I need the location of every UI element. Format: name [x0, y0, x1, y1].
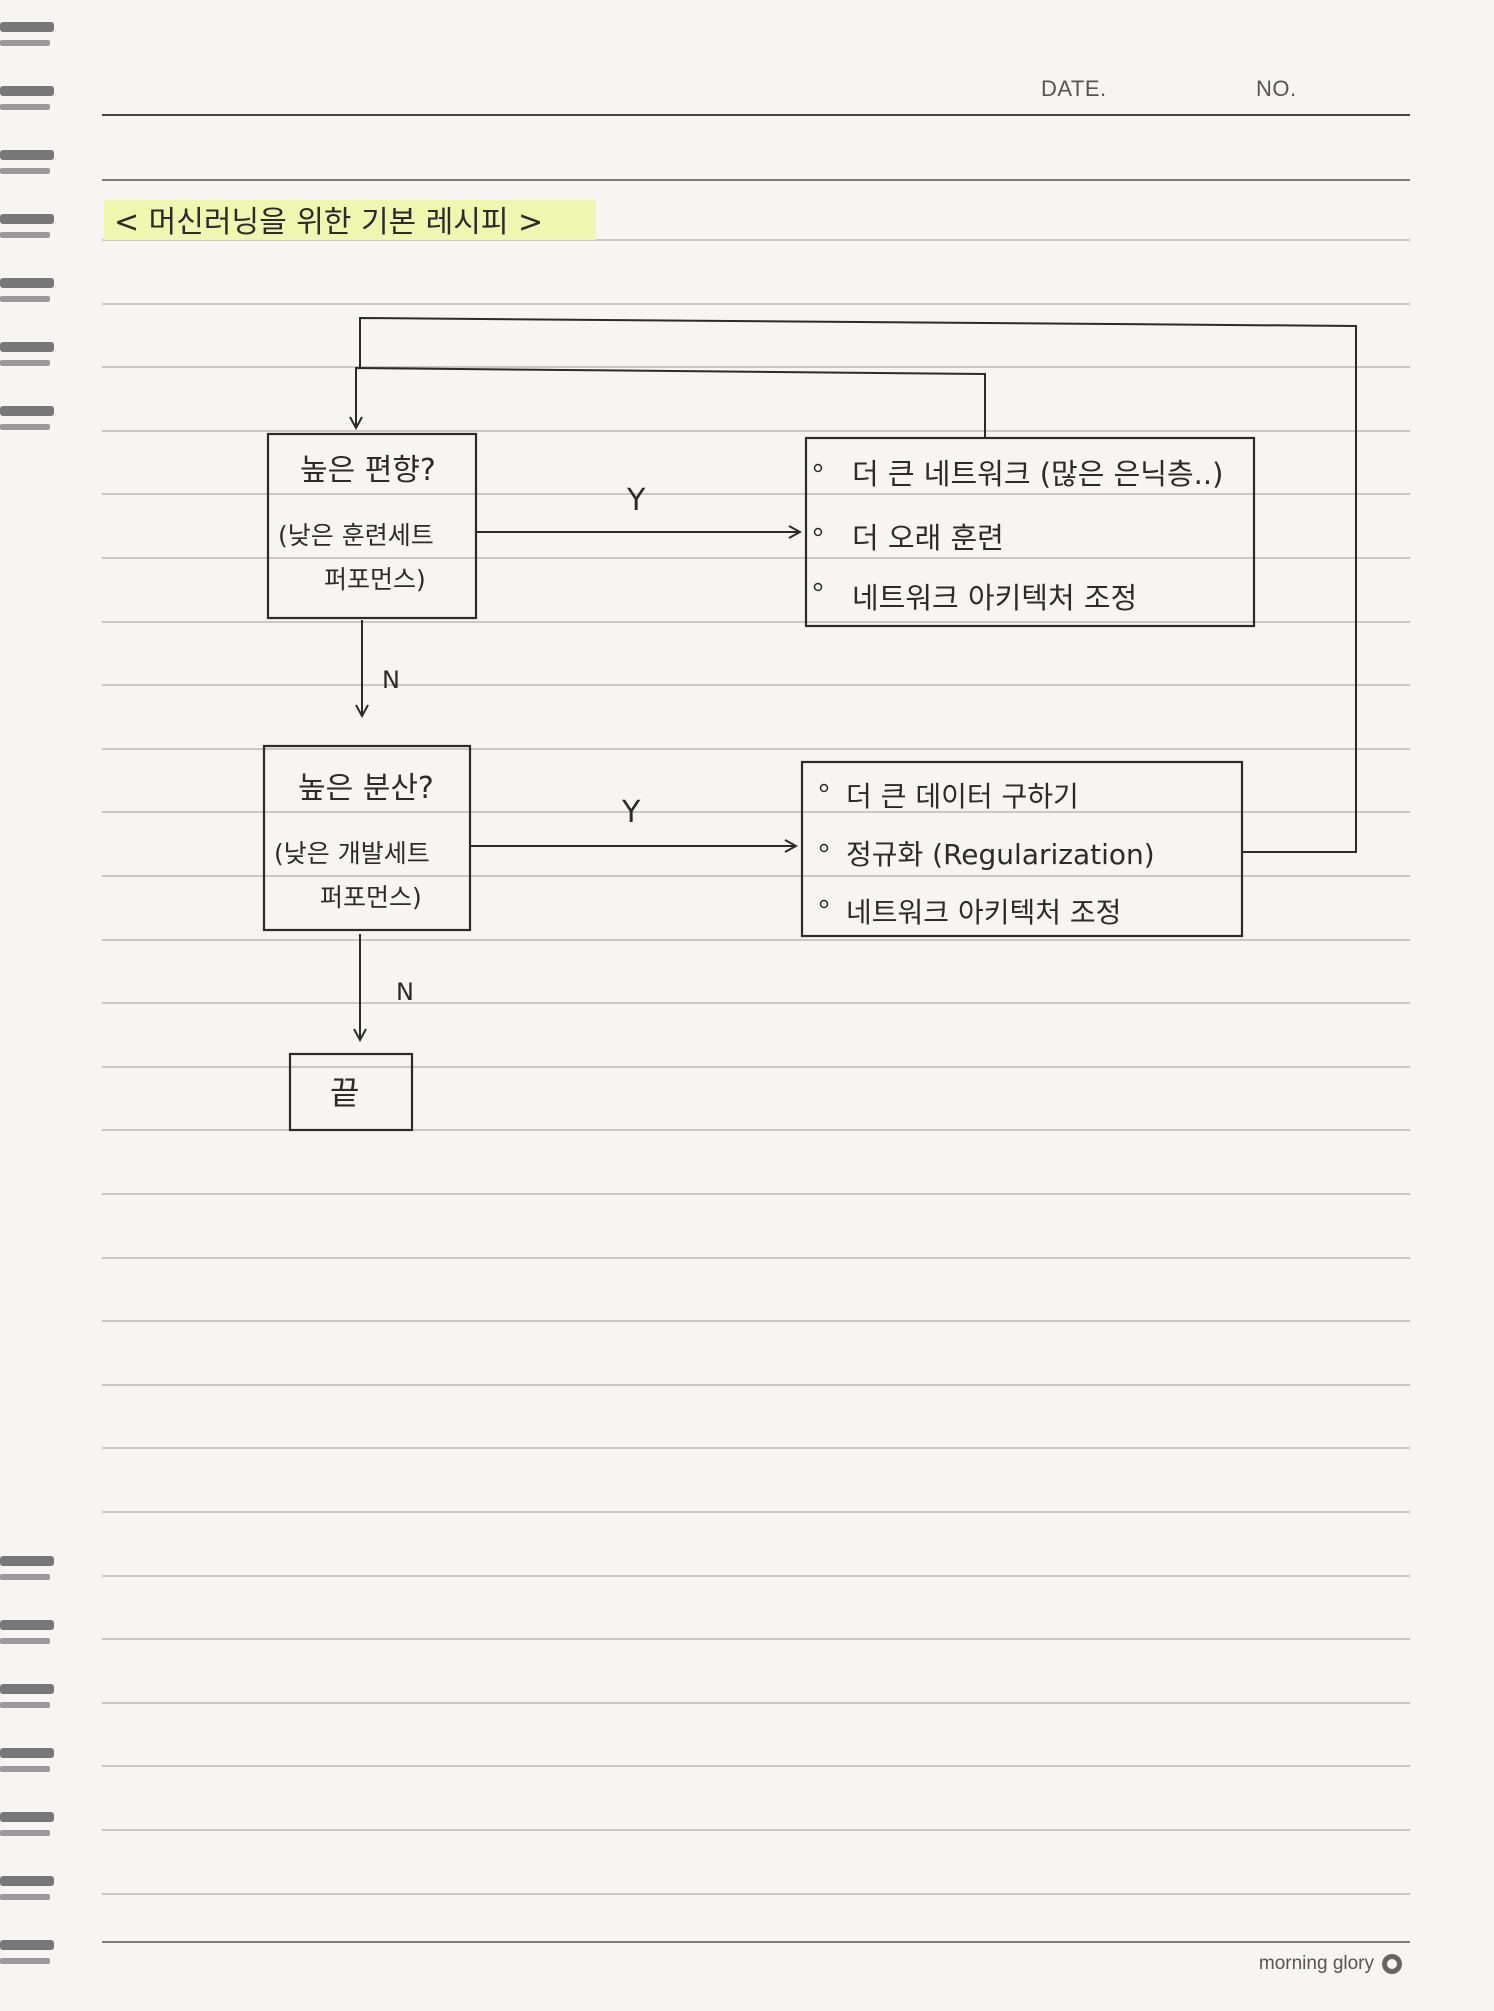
spiral-ring	[0, 342, 54, 352]
brand-name: morning glory	[1258, 1953, 1374, 1974]
decision-high-bias-title: 높은 편향?	[300, 453, 436, 488]
brand-footer: morning glory	[1259, 1953, 1402, 1975]
bullet-dot	[819, 783, 829, 793]
bullet-dot	[813, 582, 823, 592]
spiral-ring-shadow	[0, 104, 50, 110]
spiral-ring-shadow	[0, 296, 50, 302]
spiral-ring	[0, 1812, 54, 1822]
decision-high-bias-note-1: (낮은 훈련세트	[278, 521, 434, 550]
spiral-ring	[0, 1940, 54, 1950]
spiral-ring-shadow	[0, 1958, 50, 1964]
decision-high-bias: 높은 편향? (낮은 훈련세트 퍼포먼스)	[266, 432, 478, 620]
spiral-ring-shadow	[0, 40, 50, 46]
spiral-ring	[0, 1556, 54, 1566]
action-bias-1: 더 큰 네트워크 (많은 은닉층..)	[852, 457, 1223, 491]
end-node: 끝	[288, 1052, 414, 1132]
spiral-ring-shadow	[0, 360, 50, 366]
spiral-ring-shadow	[0, 1574, 50, 1580]
decision-high-bias-note-2: 퍼포먼스)	[324, 565, 426, 594]
spiral-ring	[0, 278, 54, 288]
decision-high-variance: 높은 분산? (낮은 개발세트 퍼포먼스)	[262, 744, 472, 932]
action-bias-3: 네트워크 아키텍처 조정	[852, 581, 1137, 615]
bullet-dot	[813, 463, 823, 473]
spiral-ring-shadow	[0, 1702, 50, 1708]
spiral-ring-shadow	[0, 1894, 50, 1900]
loop-back-from-variance	[359, 316, 1357, 853]
spiral-ring-shadow	[0, 1830, 50, 1836]
spiral-ring	[0, 214, 54, 224]
decision-high-variance-note-2: 퍼포먼스)	[320, 883, 422, 912]
flower-logo-icon	[1382, 1954, 1402, 1974]
action-variance-2: 정규화 (Regularization)	[846, 838, 1155, 871]
spiral-ring	[0, 1748, 54, 1758]
spiral-ring	[0, 150, 54, 160]
page-title: < 머신러닝을 위한 기본 레시피 >	[114, 205, 543, 240]
spiral-ring-shadow	[0, 1766, 50, 1772]
spiral-ring-shadow	[0, 232, 50, 238]
spiral-ring	[0, 1684, 54, 1694]
end-label: 끝	[330, 1074, 359, 1112]
edge-label-bias-yes: Y	[626, 483, 646, 518]
bullet-dot	[813, 527, 823, 537]
title-highlight	[104, 200, 596, 240]
decision-high-variance-title: 높은 분산?	[298, 771, 434, 806]
date-label: DATE.	[1041, 76, 1107, 101]
spiral-ring	[0, 22, 54, 32]
spiral-ring	[0, 406, 54, 416]
bullet-dot	[819, 899, 829, 909]
actions-bias-box: 더 큰 네트워크 (많은 은닉층..) 더 오래 훈련 네트워크 아키텍처 조정	[804, 436, 1256, 628]
actions-variance-box: 더 큰 데이터 구하기 정규화 (Regularization) 네트워크 아키…	[800, 760, 1244, 938]
bullet-dot	[819, 843, 829, 853]
spiral-ring-shadow	[0, 424, 50, 430]
spiral-ring	[0, 86, 54, 96]
edge-label-bias-no: N	[382, 666, 400, 694]
edge-label-variance-no: N	[396, 978, 414, 1006]
spiral-ring-shadow	[0, 1638, 50, 1644]
spiral-ring-shadow	[0, 168, 50, 174]
edge-label-variance-yes: Y	[621, 795, 641, 830]
spiral-ring	[0, 1620, 54, 1630]
action-variance-3: 네트워크 아키텍처 조정	[846, 896, 1121, 929]
number-label: NO.	[1256, 76, 1297, 101]
spiral-ring	[0, 1876, 54, 1886]
loop-back-from-bias	[356, 366, 986, 438]
action-variance-1: 더 큰 데이터 구하기	[846, 780, 1079, 813]
decision-high-variance-note-1: (낮은 개발세트	[274, 839, 430, 868]
action-bias-2: 더 오래 훈련	[852, 521, 1004, 555]
